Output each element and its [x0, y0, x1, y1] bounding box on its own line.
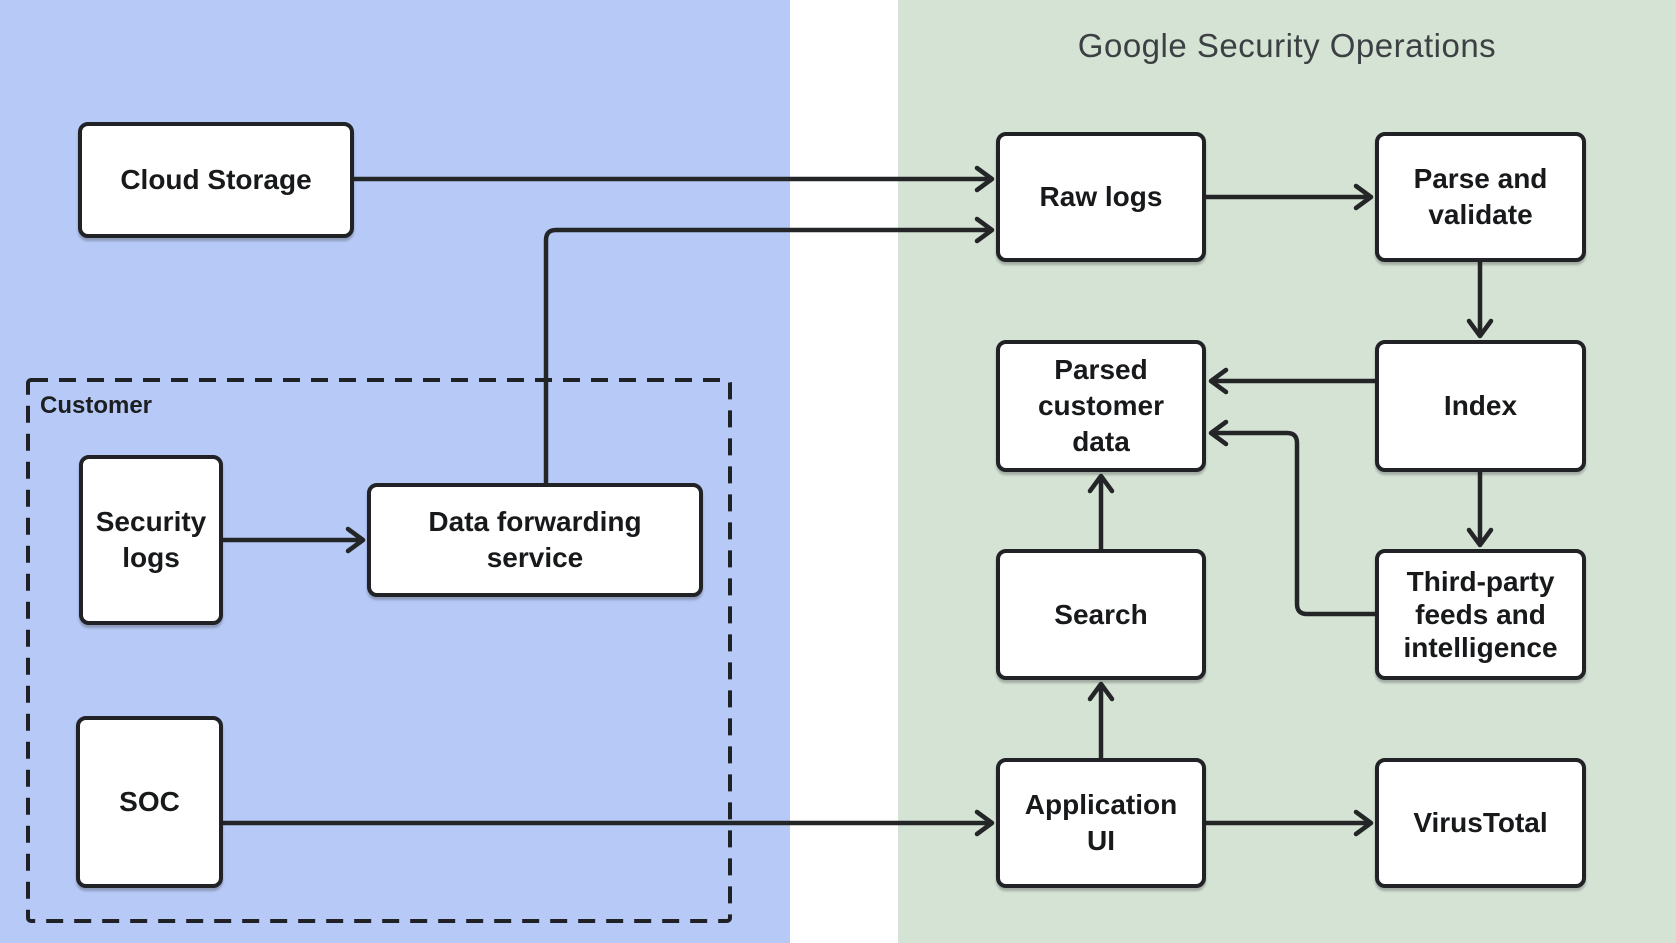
node-raw-logs-label: Raw logs [1039, 181, 1163, 212]
edge-data-forwarding-service-to-raw-logs [543, 216, 995, 483]
customer-boundary-dashed-box [26, 378, 732, 923]
node-search: Search [996, 549, 1206, 680]
customer-boundary-label: Customer [40, 392, 153, 419]
node-application-ui-label: Application UI [1024, 789, 1178, 856]
node-search-label: Search [1054, 598, 1148, 630]
node-index: Index [1375, 340, 1586, 472]
node-virustotal-label: VirusTotal [1413, 807, 1548, 838]
node-cloud-storage-label: Cloud Storage [120, 164, 312, 195]
node-parse-and-validate-label: Parse and validate [1413, 163, 1548, 230]
node-virustotal: VirusTotal [1375, 758, 1586, 888]
node-cloud-storage: Cloud Storage [78, 122, 354, 238]
node-data-forwarding-service-label: Data forwarding service [428, 506, 642, 573]
node-application-ui: Application UI [996, 758, 1206, 888]
node-parse-and-validate: Parse and validate [1375, 132, 1586, 262]
edge-third-party-feeds-to-parsed-customer-data [1208, 419, 1375, 617]
node-security-logs: Security logs [79, 455, 223, 625]
node-security-logs-label: Security logs [95, 506, 207, 573]
node-parsed-customer-data-label: Parsed customer data [1037, 354, 1165, 457]
node-third-party-feeds-and-intelligence: Third-party feeds and intelligence [1375, 549, 1586, 680]
node-data-forwarding-service: Data forwarding service [367, 483, 703, 597]
node-third-party-feeds-label: Third-party feeds and intelligence [1403, 566, 1558, 663]
node-soc-label: SOC [119, 786, 180, 817]
node-soc: SOC [76, 716, 223, 888]
node-index-label: Index [1443, 390, 1518, 421]
node-parsed-customer-data: Parsed customer data [996, 340, 1206, 472]
node-raw-logs: Raw logs [996, 132, 1206, 262]
google-security-operations-title: Google Security Operations [1077, 27, 1497, 64]
